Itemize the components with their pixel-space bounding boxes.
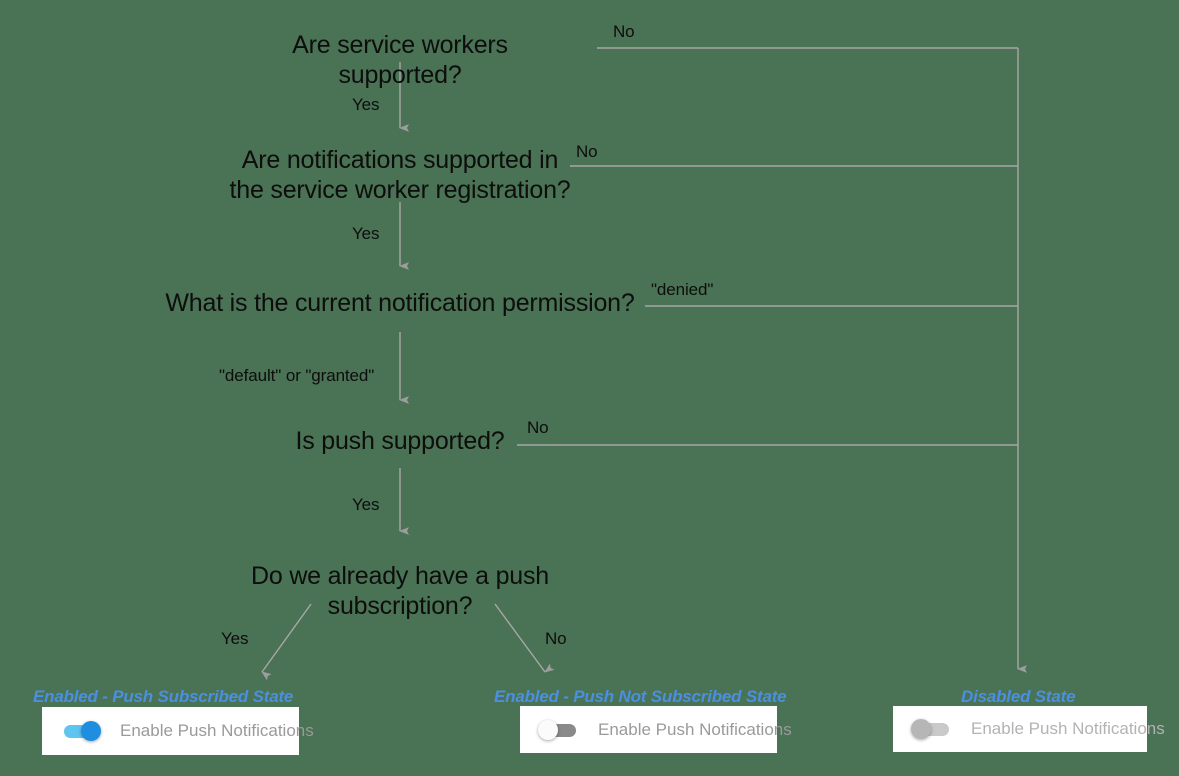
edge-label-q3-defaultgranted: "default" or "granted" bbox=[219, 366, 375, 385]
edge-label-q4-no: No bbox=[527, 418, 549, 437]
node-q3: What is the current notification permiss… bbox=[165, 289, 635, 317]
edge-label-q2-no: No bbox=[576, 142, 598, 161]
toggle-push-disabled bbox=[911, 719, 953, 739]
node-q1: Are service workers supported? bbox=[292, 31, 508, 89]
edge-label-q5-no: No bbox=[545, 629, 567, 648]
node-q2: Are notifications supported in the servi… bbox=[229, 146, 571, 204]
card-label-notsubscribed: Enable Push Notifications bbox=[598, 719, 792, 739]
toggle-knob bbox=[538, 719, 558, 740]
edge-label-q2-yes: Yes bbox=[352, 224, 380, 243]
toggle-knob bbox=[81, 721, 101, 741]
state-label-disabled: Disabled State bbox=[961, 687, 1076, 706]
card-label-subscribed: Enable Push Notifications bbox=[120, 721, 314, 740]
edge-label-q1-no: No bbox=[613, 22, 635, 41]
edge-label-q1-yes: Yes bbox=[352, 95, 380, 114]
card-label-disabled: Enable Push Notifications bbox=[971, 719, 1165, 738]
edge-label-q5-yes: Yes bbox=[221, 629, 249, 648]
edge-label-q4-yes: Yes bbox=[352, 495, 380, 514]
edge-label-q3-denied: "denied" bbox=[651, 280, 714, 299]
card-subscribed[interactable]: Enable Push Notifications bbox=[42, 707, 314, 755]
toggle-knob bbox=[911, 719, 931, 739]
card-disabled: Enable Push Notifications bbox=[893, 706, 1165, 752]
card-notsubscribed[interactable]: Enable Push Notifications bbox=[520, 706, 792, 753]
toggle-push-subscribed[interactable] bbox=[60, 721, 102, 741]
node-q5: Do we already have a push subscription? bbox=[251, 562, 549, 620]
node-q4: Is push supported? bbox=[295, 427, 505, 455]
state-label-subscribed: Enabled - Push Subscribed State bbox=[33, 687, 294, 706]
state-label-notsubscribed: Enabled - Push Not Subscribed State bbox=[494, 687, 787, 706]
toggle-push-not-subscribed[interactable] bbox=[538, 719, 580, 740]
